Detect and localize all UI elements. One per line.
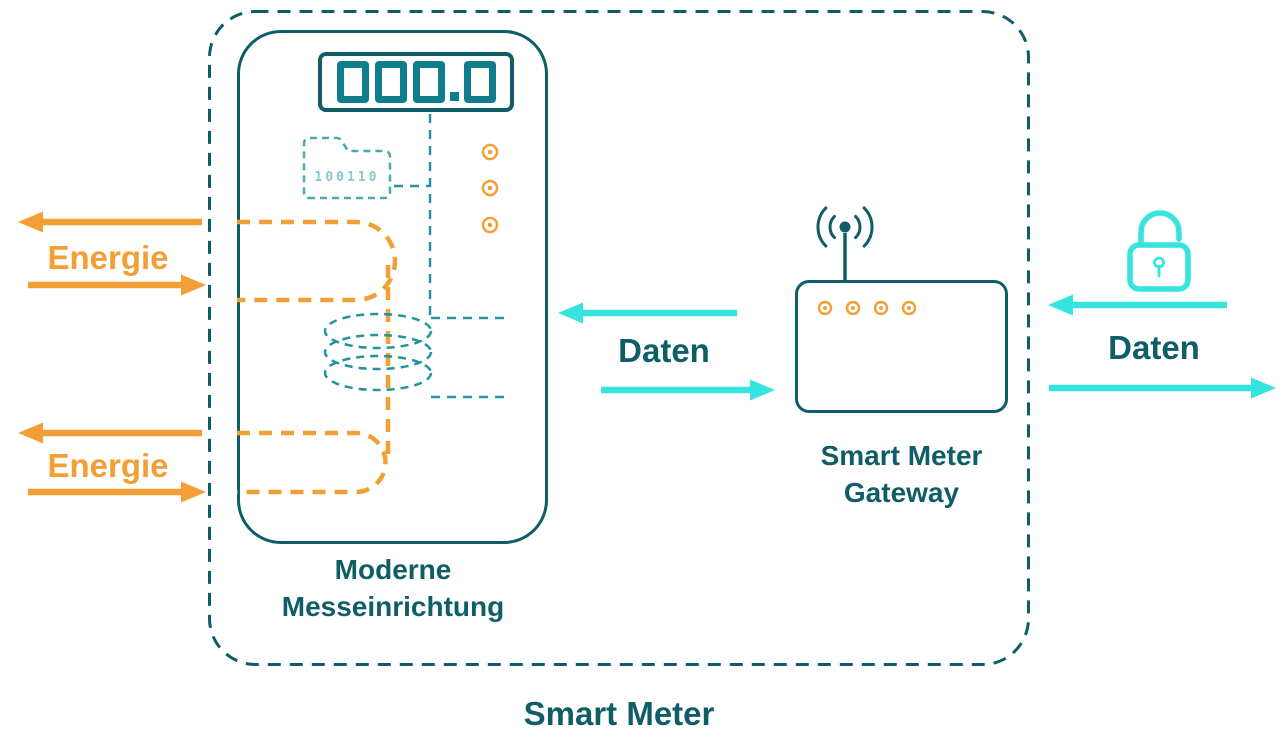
energy-label-bottom: Energie (47, 447, 169, 484)
meter-name-line1: Moderne (334, 554, 452, 585)
meter-name-label: Moderne Messeinrichtung (237, 551, 549, 625)
display-digit (374, 61, 407, 103)
energy-out-arrow-bottom (18, 422, 202, 444)
display-digit (336, 61, 369, 103)
wifi-signal-icon (816, 206, 874, 248)
data-arrow-gateway-to-meter (558, 302, 737, 324)
gateway-name-label: Smart Meter Gateway (795, 437, 1008, 511)
data-label-gateway-external: Daten (1108, 329, 1200, 366)
data-label-meter-gateway: Daten (618, 332, 710, 369)
open-lock-icon (1127, 210, 1191, 292)
gateway-name-line1: Smart Meter (820, 440, 983, 471)
meter-display-digits (334, 61, 499, 103)
energy-out-arrow-top (18, 211, 202, 233)
display-decimal-point (449, 92, 459, 101)
data-arrow-external-to-gateway (1048, 294, 1227, 316)
energy-label-top: Energie (47, 239, 169, 276)
gateway-name-line2: Gateway (843, 477, 960, 508)
data-arrow-gateway-to-external (1049, 377, 1276, 399)
folder-binary-label: 100110 (314, 170, 380, 185)
smart-meter-gateway-device (795, 280, 1008, 413)
display-digit (463, 61, 496, 103)
meter-display (318, 52, 514, 112)
display-digit (412, 61, 445, 103)
meter-name-line2: Messeinrichtung (281, 591, 505, 622)
energy-in-arrow-top (28, 274, 206, 296)
antenna-icon (839, 221, 851, 281)
system-title: Smart Meter (523, 695, 715, 732)
data-arrow-meter-to-gateway (601, 379, 775, 401)
